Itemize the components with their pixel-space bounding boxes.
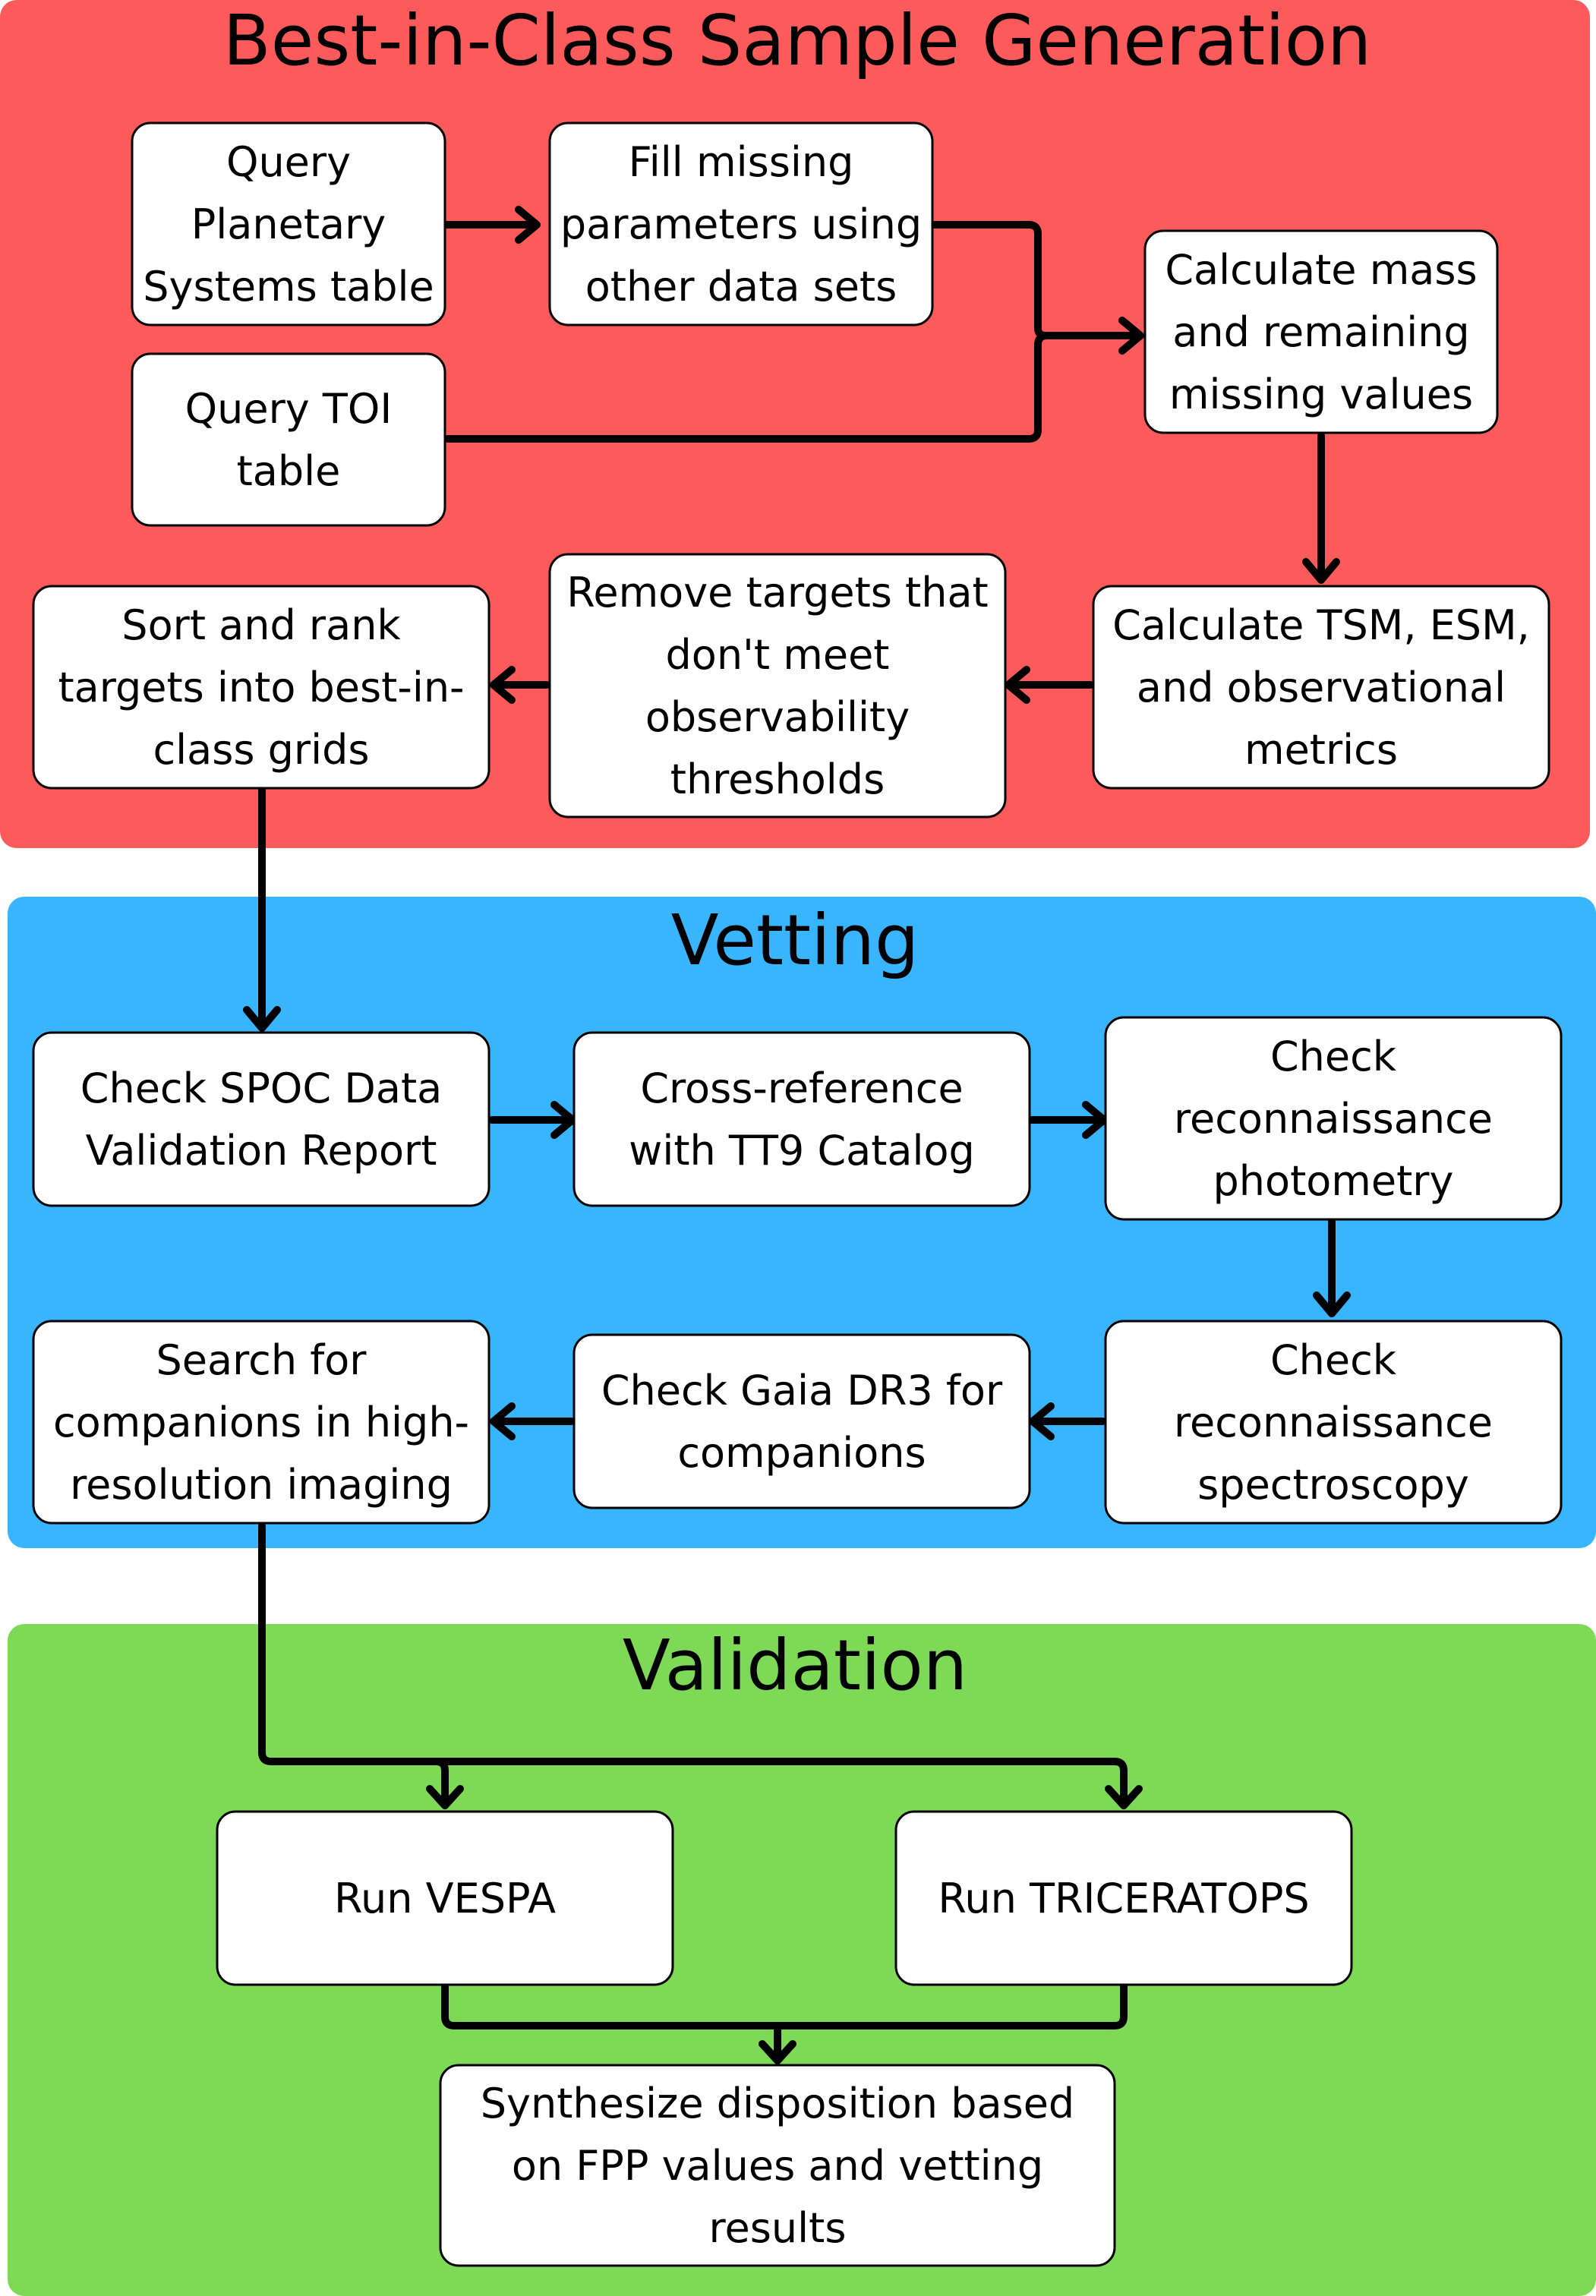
box-recon-spec-label: Check [1270, 1336, 1397, 1384]
box-search-companions: Search for companions in high-resolution … [32, 1320, 490, 1525]
arrowhead [1029, 1402, 1055, 1440]
box-sort-rank-label: Sort and rank [121, 601, 401, 649]
box-recon-phot: Check reconnaissance photometry [1104, 1016, 1563, 1221]
box-remove-targets-label: don't meet [666, 631, 890, 679]
box-recon-phot-label: photometry [1213, 1157, 1454, 1205]
arrow-toi-to-mass [444, 332, 1051, 443]
box-calc-mass-label: and remaining [1172, 308, 1469, 356]
arrowhead [515, 206, 541, 244]
box-sort-rank-label: class grids [153, 726, 369, 774]
box-query-planetary-label: Query [226, 138, 351, 186]
box-fill-missing-label: parameters using [560, 200, 922, 248]
arrow-results-to-synthesize [441, 1982, 1128, 2030]
box-gaia-label: Check Gaia DR3 for [601, 1367, 1003, 1414]
box-remove-targets-frame [548, 553, 1007, 818]
arrowhead [1302, 558, 1340, 584]
arrowhead [1118, 317, 1144, 355]
arrowhead [550, 1101, 576, 1139]
arrowhead [1082, 1101, 1108, 1139]
box-vespa-label: Run VESPA [334, 1875, 556, 1922]
box-query-toi-frame [131, 352, 446, 527]
box-check-spoc-frame [32, 1031, 490, 1207]
box-calc-mass-label: missing values [1169, 371, 1473, 418]
box-vespa-frame [216, 1810, 674, 1986]
box-recon-spec-label: spectroscopy [1197, 1461, 1469, 1509]
vetting-panel-title: Vetting [671, 900, 919, 981]
box-synthesize-label: results [709, 2204, 847, 2252]
box-calc-tsm-frame [1092, 585, 1550, 790]
box-recon-spec-frame [1104, 1320, 1563, 1525]
connectors [243, 206, 1351, 2064]
box-remove-targets-label: Remove targets that [566, 569, 988, 617]
box-gaia: Check Gaia DR3 for companions [572, 1333, 1031, 1509]
arrowhead [1005, 666, 1030, 704]
box-synthesize: Synthesize disposition based on FPP value… [439, 2064, 1116, 2267]
arrowhead [426, 1785, 464, 1809]
box-recon-phot-label: reconnaissance [1174, 1095, 1493, 1143]
arrowhead [490, 666, 516, 704]
box-calc-tsm-label: Calculate TSM, ESM, [1112, 601, 1530, 649]
box-check-spoc-label: Validation Report [86, 1127, 437, 1175]
box-query-toi: Query TOI table [131, 352, 446, 527]
arrowhead [490, 1402, 516, 1440]
box-fill-missing-label: Fill missing [629, 138, 854, 186]
validation-panel-title: Validation [623, 1625, 967, 1706]
box-search-companions-label: resolution imaging [70, 1461, 453, 1509]
box-search-companions-label: Search for [156, 1336, 367, 1384]
box-cross-ref-frame [572, 1031, 1031, 1207]
box-query-planetary-label: Planetary [191, 200, 386, 248]
box-sort-rank-label: targets into best-in- [58, 664, 464, 711]
box-recon-phot-label: Check [1270, 1033, 1397, 1080]
box-calc-tsm-label: metrics [1244, 726, 1398, 774]
box-gaia-frame [572, 1333, 1031, 1509]
box-calc-tsm: Calculate TSM, ESM, and observational metr… [1092, 585, 1550, 790]
box-gaia-label: companions [677, 1429, 926, 1477]
box-query-toi-label: table [237, 447, 341, 495]
box-fill-missing: Fill missing parameters using other data s… [548, 121, 934, 326]
box-cross-ref-label: with TT9 Catalog [629, 1127, 975, 1175]
box-synthesize-label: Synthesize disposition based [481, 2080, 1074, 2127]
box-synthesize-label: on FPP values and vetting [512, 2142, 1043, 2190]
box-triceratops-frame [894, 1810, 1353, 1986]
box-sort-rank: Sort and rank targets into best-in-class … [32, 585, 490, 790]
box-recon-phot-frame [1104, 1016, 1563, 1221]
box-query-planetary-frame [131, 121, 446, 326]
box-cross-ref-label: Cross-reference [640, 1064, 963, 1112]
box-fill-missing-label: other data sets [585, 263, 897, 311]
validation-panel [8, 1624, 1596, 2296]
box-remove-targets-label: observability [645, 693, 910, 741]
box-triceratops-label: Run TRICERATOPS [938, 1875, 1309, 1922]
box-remove-targets: Remove targets that don't meet observabili… [548, 553, 1007, 818]
box-vespa: Run VESPA [216, 1810, 674, 1986]
arrowhead [243, 1006, 281, 1032]
arrowhead [1105, 1785, 1143, 1809]
box-calc-mass-label: Calculate mass [1165, 246, 1477, 294]
box-fill-missing-frame [548, 121, 934, 326]
arrowhead [1313, 1292, 1351, 1317]
arrowhead [759, 2040, 796, 2064]
box-query-toi-label: Query TOI [185, 385, 393, 433]
box-calc-tsm-label: and observational [1137, 664, 1506, 711]
box-query-planetary-label: Systems table [143, 263, 434, 311]
box-recon-spec-label: reconnaissance [1174, 1399, 1493, 1446]
box-synthesize-frame [439, 2064, 1116, 2267]
box-search-companions-label: companions in high- [53, 1399, 469, 1446]
box-remove-targets-label: thresholds [670, 755, 885, 803]
box-calc-mass: Calculate mass and remaining missing value… [1143, 229, 1499, 434]
box-search-companions-frame [32, 1320, 490, 1525]
arrow-to-vespa [432, 1758, 449, 1808]
arrow-search-to-validation [258, 1522, 1128, 1808]
box-calc-mass-frame [1143, 229, 1499, 434]
box-sort-rank-frame [32, 585, 490, 790]
box-cross-ref: Cross-reference with TT9 Catalog [572, 1031, 1031, 1207]
generation-panel-title: Best-in-Class Sample Generation [223, 0, 1372, 81]
box-triceratops: Run TRICERATOPS [894, 1810, 1353, 1986]
box-check-spoc-label: Check SPOC Data [80, 1064, 442, 1112]
box-recon-spec: Check reconnaissance spectroscopy [1104, 1320, 1563, 1525]
